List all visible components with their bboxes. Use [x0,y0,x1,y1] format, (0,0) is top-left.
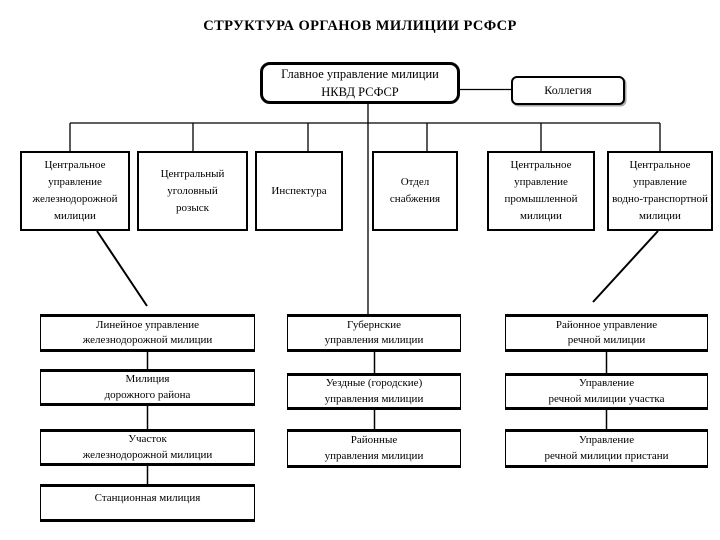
org-box-railway-militia-section: Участок железнодорожной милиции [40,429,255,466]
org-box-main-directorate: Главное управление милиции НКВД РСФСР [260,62,460,104]
org-box-river-district-directorate: Районное управление речной милиции [505,314,708,352]
org-box-station-militia: Станционная милиция [40,484,255,522]
org-box-gubernia-directorates: Губернские управления милиции [287,314,461,352]
org-box-inspectorate: Инспектура [255,151,343,231]
chart-title: СТРУКТУРА ОРГАНОВ МИЛИЦИИ РСФСР [203,18,517,34]
org-box-uezd-city-directorates: Уездные (городские) управления милиции [287,373,461,410]
org-box-criminal-investigation: Центральный уголовный розыск [137,151,248,231]
org-box-collegium: Коллегия [511,76,625,105]
org-box-district-directorates: Районные управления милиции [287,429,461,468]
org-box-industrial-central: Центральное управление промышленной мили… [487,151,595,231]
org-box-railway-central: Центральное управление железнодорожной м… [20,151,130,231]
org-box-railway-line-directorate: Линейное управление железнодорожной мили… [40,314,255,352]
org-box-river-section-directorate: Управление речной милиции участка [505,373,708,410]
org-box-water-transport-central: Центральное управление водно-транспортно… [607,151,713,231]
org-box-road-district-militia: Милиция дорожного района [40,369,255,406]
org-box-supply: Отдел снабжения [372,151,458,231]
org-box-river-pier-directorate: Управление речной милиции пристани [505,429,708,468]
